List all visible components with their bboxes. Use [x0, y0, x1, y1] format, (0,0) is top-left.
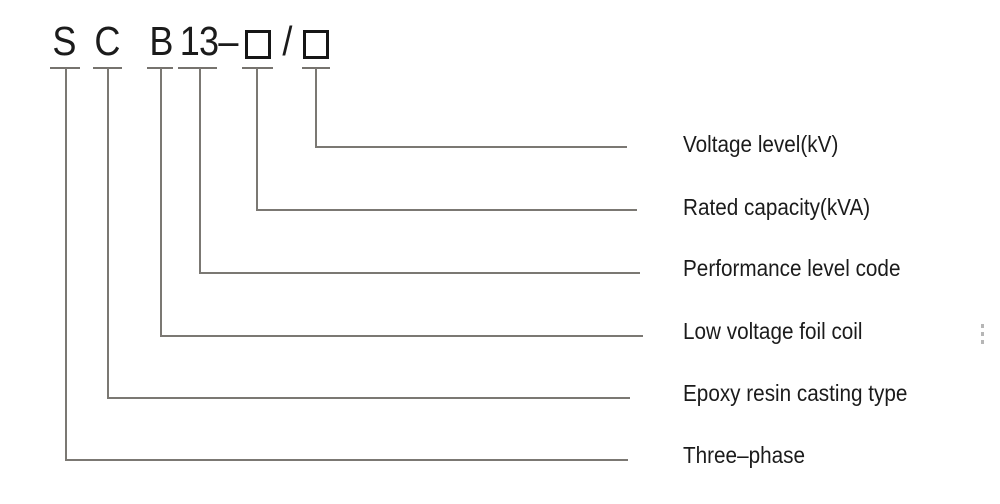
- code-dash: –: [218, 18, 238, 64]
- connector-horizontal-voltage-level: [315, 146, 627, 148]
- label-epoxy: Epoxy resin casting type: [683, 380, 908, 406]
- connector-horizontal-three-phase: [65, 459, 628, 461]
- connector-vertical-low-voltage: [160, 68, 162, 337]
- connector-vertical-rated-capacity: [256, 68, 258, 211]
- label-performance: Performance level code: [683, 255, 901, 281]
- label-voltage-level: Voltage level(kV): [683, 131, 839, 157]
- label-rated-capacity: Rated capacity(kVA): [683, 194, 871, 220]
- connector-vertical-performance: [199, 68, 201, 274]
- connector-vertical-voltage-level: [315, 68, 317, 148]
- connector-horizontal-rated-capacity: [256, 209, 637, 211]
- connector-vertical-three-phase: [65, 68, 67, 461]
- connector-horizontal-performance: [199, 272, 640, 274]
- label-low-voltage: Low voltage foil coil: [683, 318, 863, 344]
- code-letter-c: C: [94, 18, 120, 64]
- connector-horizontal-epoxy: [107, 397, 630, 399]
- connector-horizontal-low-voltage: [160, 335, 643, 337]
- connector-vertical-epoxy: [107, 68, 109, 399]
- label-three-phase: Three–phase: [683, 442, 805, 468]
- code-number-13: 13: [179, 18, 219, 64]
- code-letter-b: B: [149, 18, 173, 64]
- code-letter-s: S: [52, 18, 76, 64]
- tbar-13: [178, 67, 217, 69]
- voltage-placeholder-box: [303, 30, 329, 59]
- code-slash: /: [282, 18, 292, 64]
- capacity-placeholder-box: [245, 30, 271, 59]
